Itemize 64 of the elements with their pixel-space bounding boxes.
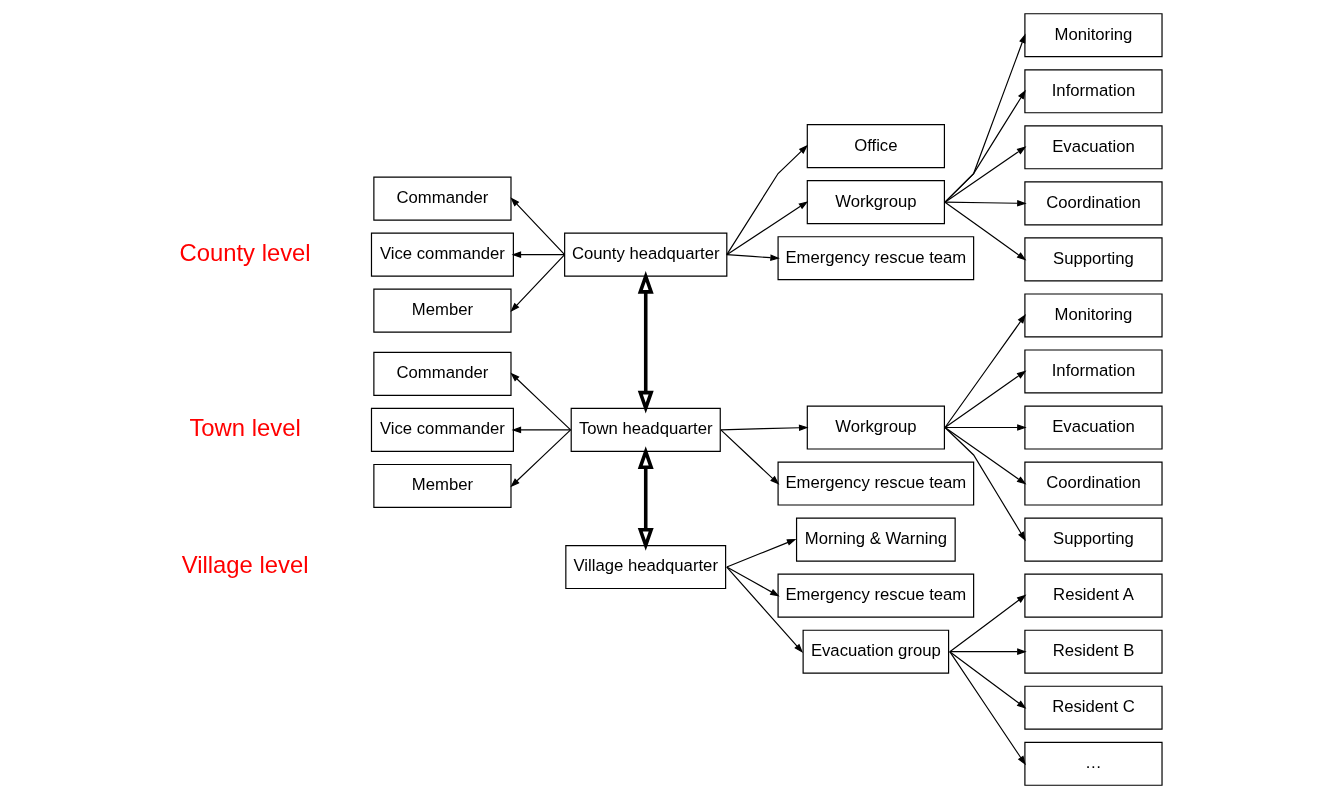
label: Village level xyxy=(181,550,309,578)
arrow xyxy=(949,647,1027,655)
arrow xyxy=(944,426,1026,541)
arrow xyxy=(510,372,572,430)
node-box: Monitoring xyxy=(1024,12,1163,57)
label: County level xyxy=(179,238,311,266)
arrow xyxy=(637,445,654,551)
node-box: Resident C xyxy=(1024,685,1163,730)
node-box: Resident B xyxy=(1024,629,1163,674)
node-box: Workgroup xyxy=(806,404,945,450)
node-box: Town headquarter xyxy=(570,407,721,452)
arrow xyxy=(726,253,780,261)
arrow xyxy=(510,428,572,487)
node-box: Monitoring xyxy=(1024,292,1163,337)
node-box: Commander xyxy=(373,351,512,396)
arrow xyxy=(944,426,1027,485)
node-box: Member xyxy=(373,463,512,508)
label: Town level xyxy=(189,413,301,441)
arrow xyxy=(720,428,780,485)
node-box: Office xyxy=(806,123,945,168)
node-box: Evacuation xyxy=(1024,124,1163,169)
arrow xyxy=(949,650,1027,709)
node-box: Emergency rescue team xyxy=(777,461,975,506)
arrow xyxy=(944,369,1027,428)
node-box: Vice commander xyxy=(370,407,514,452)
node-box: Resident A xyxy=(1024,573,1163,618)
arrow xyxy=(726,565,804,653)
arrow xyxy=(944,33,1026,203)
node-box: Emergency rescue team xyxy=(777,235,975,280)
arrow xyxy=(726,565,780,596)
node-box: Supporting xyxy=(1024,236,1163,281)
arrow xyxy=(637,270,654,414)
node-box: Supporting xyxy=(1024,517,1163,562)
arrow xyxy=(726,538,797,568)
node-box: Coordination xyxy=(1024,461,1163,506)
node-box: County headquarter xyxy=(564,232,728,277)
node-box: Evacuation xyxy=(1024,404,1163,450)
arrow xyxy=(510,253,566,312)
node-box: Workgroup xyxy=(806,179,945,224)
node-box: … xyxy=(1024,741,1163,786)
node-box: Village headquarter xyxy=(565,544,727,589)
arrow xyxy=(511,250,566,258)
arrow xyxy=(949,650,1026,765)
arrow xyxy=(944,313,1026,428)
arrow xyxy=(510,196,566,255)
arrow xyxy=(944,423,1027,431)
arrow xyxy=(726,144,808,255)
arrow xyxy=(944,199,1027,207)
arrow xyxy=(944,201,1027,260)
arrow xyxy=(726,200,809,255)
node-box: Information xyxy=(1024,68,1163,113)
node-box: Emergency rescue team xyxy=(777,573,975,618)
node-box: Commander xyxy=(373,176,512,221)
arrow xyxy=(944,89,1026,203)
node-box: Member xyxy=(373,288,512,333)
arrow xyxy=(720,423,809,431)
arrow xyxy=(511,426,572,433)
arrow xyxy=(944,145,1027,203)
node-box: Vice commander xyxy=(370,232,514,277)
node-box: Evacuation group xyxy=(802,629,950,674)
arrow xyxy=(949,594,1027,652)
node-box: Morning & Warning xyxy=(795,517,956,562)
node-box: Coordination xyxy=(1024,180,1163,225)
node-box: Information xyxy=(1024,348,1163,394)
